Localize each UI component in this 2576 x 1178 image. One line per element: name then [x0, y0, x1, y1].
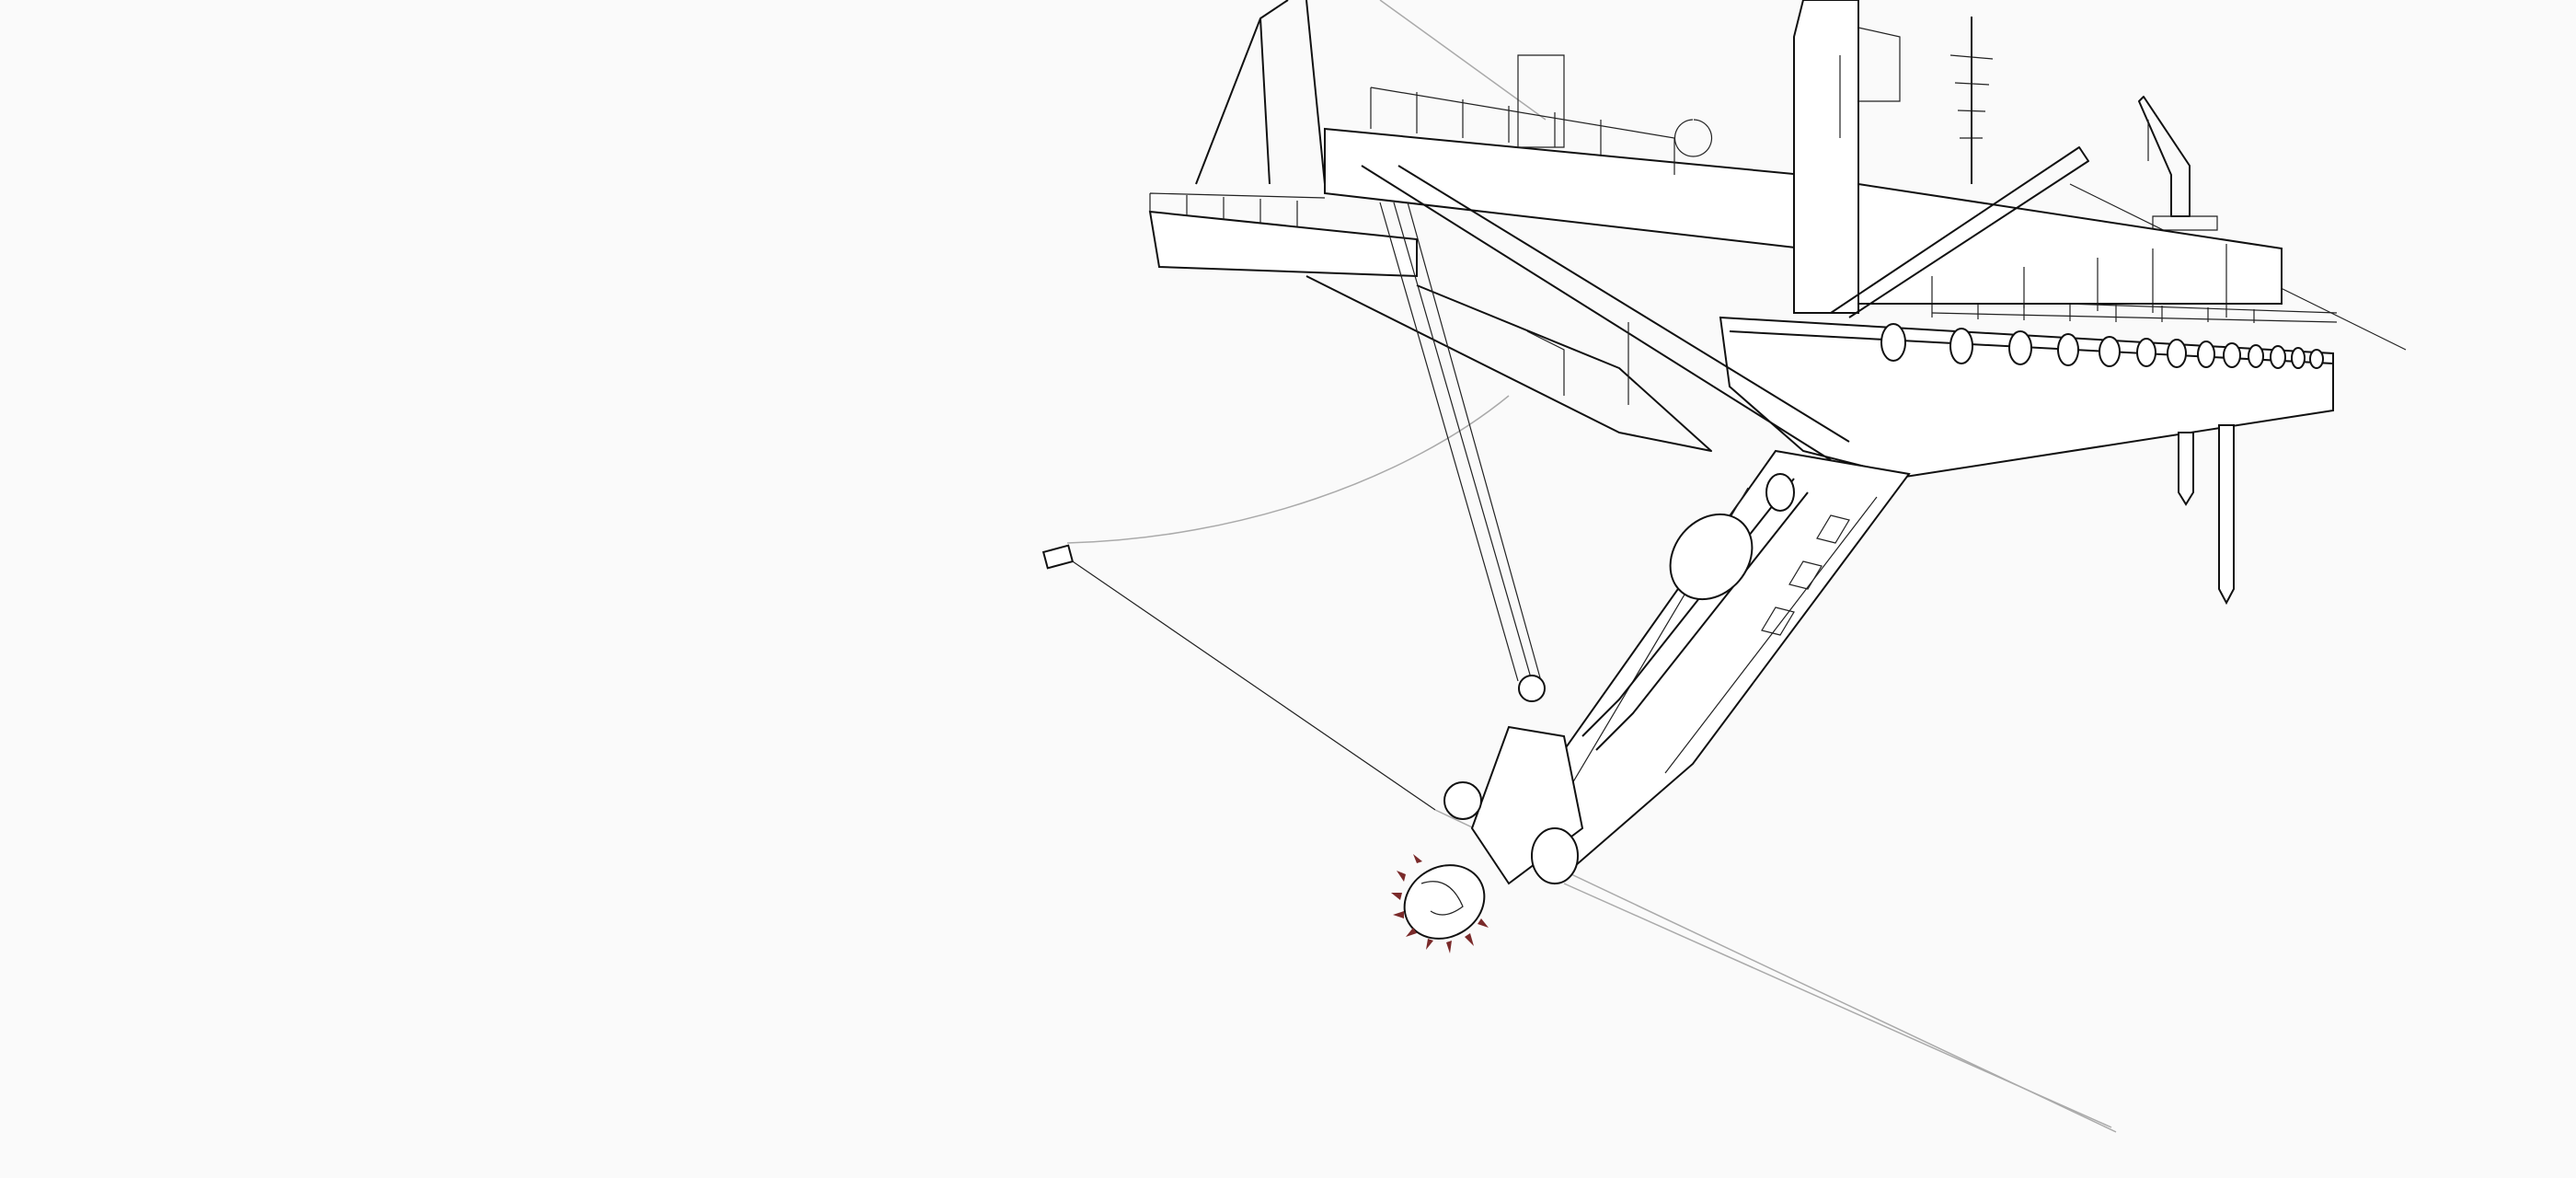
- spuds: [2178, 424, 2235, 606]
- deck-crane: [2138, 96, 2218, 231]
- cutter-head: [1391, 854, 1489, 953]
- cutter-teeth: [1391, 854, 1489, 953]
- fenders: [1880, 323, 2324, 369]
- suction-pipe: [1581, 473, 1809, 751]
- radar-mast: [1949, 17, 1994, 184]
- anchor-buoy: [1041, 544, 1075, 570]
- tower: [1793, 0, 1901, 314]
- deck-structures: [1830, 146, 2283, 318]
- cutter-ladder: [1379, 202, 1911, 885]
- ladder-hoist-wires: [1379, 202, 1546, 702]
